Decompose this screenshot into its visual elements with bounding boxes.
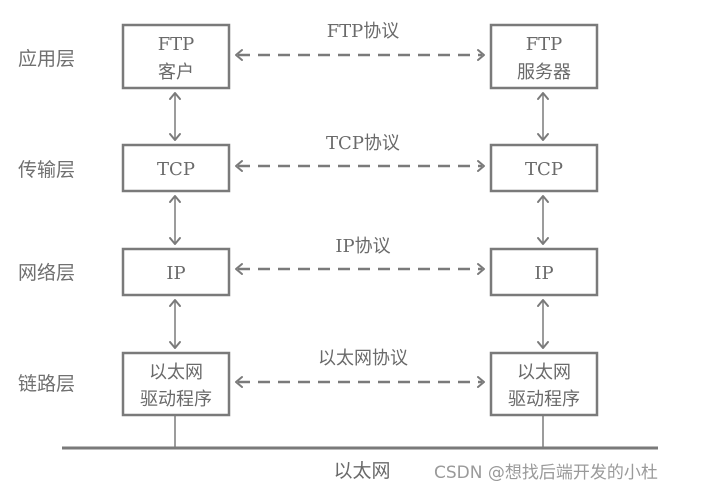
arrow-left-icon bbox=[235, 376, 243, 388]
arrow-up-icon bbox=[537, 195, 549, 203]
arrow-down-icon bbox=[169, 341, 181, 349]
ethernet-bus-label: 以太网 bbox=[333, 460, 390, 482]
arrow-down-icon bbox=[537, 237, 549, 245]
box-ip-right bbox=[489, 247, 599, 297]
arrow-up-icon bbox=[537, 92, 549, 100]
arrow-right-icon bbox=[477, 263, 485, 275]
box-tcp-left bbox=[121, 143, 231, 193]
arrow-up-icon bbox=[537, 299, 549, 307]
arrow-up-icon bbox=[169, 195, 181, 203]
protocol-label-ethernet: 以太网协议 bbox=[318, 348, 408, 369]
box-ethernet-driver-right bbox=[489, 351, 599, 417]
arrow-right-icon bbox=[477, 160, 485, 172]
arrow-down-icon bbox=[537, 133, 549, 141]
box-ftp-client-line2: 客户 bbox=[158, 62, 194, 83]
stack-arrow-left-transport-network bbox=[169, 195, 181, 245]
box-ftp-server bbox=[489, 23, 599, 90]
peer-arrow-ip bbox=[235, 263, 485, 275]
box-ftp-client bbox=[121, 23, 231, 90]
stack-arrow-right-transport-network bbox=[537, 195, 549, 245]
arrow-left-icon bbox=[235, 160, 243, 172]
box-ftp-server-line2: 服务器 bbox=[517, 62, 571, 83]
stack-arrow-right-app-transport bbox=[537, 92, 549, 141]
box-tcp-right bbox=[489, 143, 599, 193]
box-ethernet-driver-left-line1: 以太网 bbox=[149, 362, 203, 383]
box-ip-right-text: IP bbox=[534, 263, 553, 284]
arrow-up-icon bbox=[169, 299, 181, 307]
protocol-label-ftp: FTP协议 bbox=[327, 21, 400, 42]
peer-arrow-ethernet bbox=[235, 376, 485, 388]
box-ip-left bbox=[121, 247, 231, 297]
box-ethernet-driver-right-line1: 以太网 bbox=[517, 362, 571, 383]
box-ethernet-driver-left bbox=[121, 351, 231, 417]
arrow-right-icon bbox=[477, 376, 485, 388]
box-ftp-server-line1: FTP bbox=[526, 34, 563, 55]
arrow-down-icon bbox=[169, 133, 181, 141]
protocol-label-tcp: TCP协议 bbox=[326, 133, 400, 154]
arrow-down-icon bbox=[537, 341, 549, 349]
layer-label-network: 网络层 bbox=[18, 262, 75, 284]
arrow-left-icon bbox=[235, 263, 243, 275]
box-ftp-client-line1: FTP bbox=[158, 34, 195, 55]
layer-label-transport: 传输层 bbox=[18, 159, 75, 181]
protocol-label-ip: IP协议 bbox=[335, 236, 390, 257]
stack-arrow-left-app-transport bbox=[169, 92, 181, 141]
arrow-down-icon bbox=[169, 237, 181, 245]
layer-label-application: 应用层 bbox=[18, 48, 75, 70]
watermark: CSDN @想找后端开发的小杜 bbox=[434, 463, 658, 483]
arrow-left-icon bbox=[235, 49, 243, 61]
box-tcp-left-text: TCP bbox=[157, 159, 195, 180]
peer-arrow-ftp bbox=[235, 49, 485, 61]
stack-arrow-left-network-link bbox=[169, 299, 181, 349]
layer-label-link: 链路层 bbox=[18, 373, 75, 395]
box-tcp-right-text: TCP bbox=[525, 159, 563, 180]
box-ip-left-text: IP bbox=[166, 263, 185, 284]
stack-arrow-right-network-link bbox=[537, 299, 549, 349]
arrow-up-icon bbox=[169, 92, 181, 100]
peer-arrow-tcp bbox=[235, 160, 485, 172]
box-ethernet-driver-left-line2: 驱动程序 bbox=[140, 389, 212, 410]
box-ethernet-driver-right-line2: 驱动程序 bbox=[508, 389, 580, 410]
arrow-right-icon bbox=[477, 49, 485, 61]
